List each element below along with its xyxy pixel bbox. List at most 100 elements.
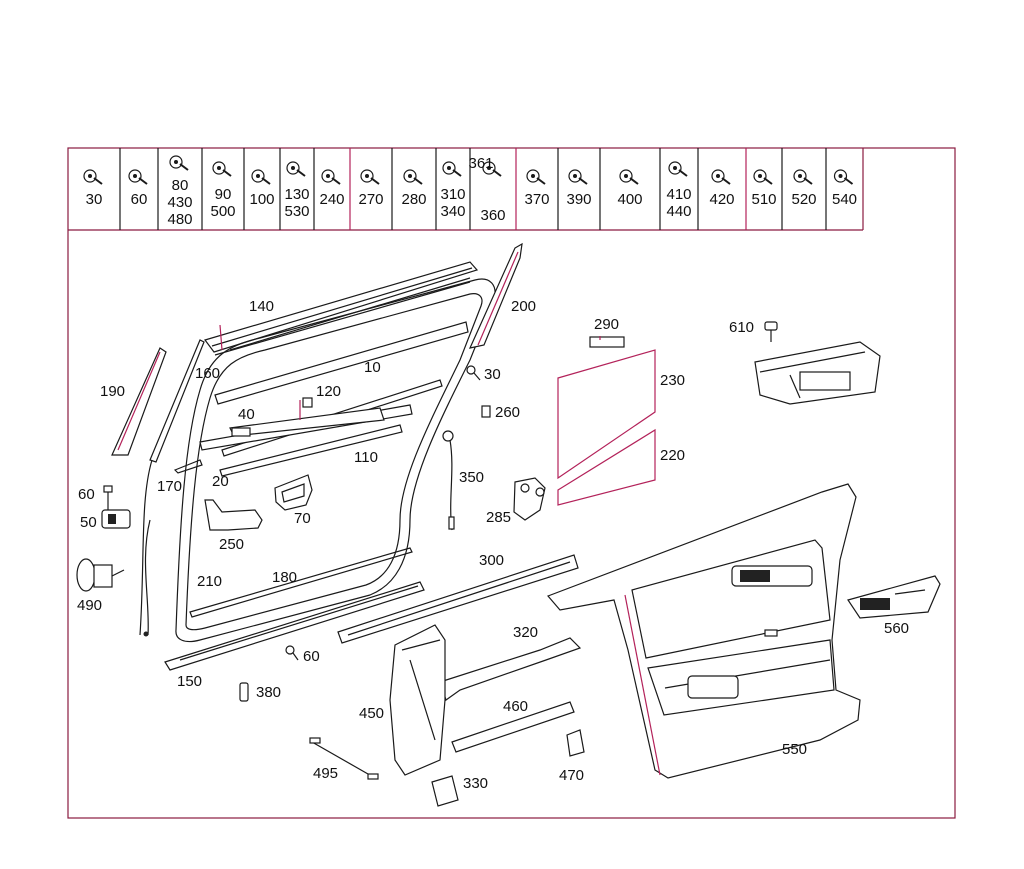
callout-260: 260: [495, 404, 520, 421]
header-part-number: 361: [468, 155, 493, 172]
callout-330: 330: [463, 775, 488, 792]
part-450-reinforcement: [389, 624, 446, 776]
callout-380: 380: [256, 684, 281, 701]
part-290-label: [589, 336, 625, 348]
header-part-number: 360: [480, 207, 505, 224]
leader-lines: [219, 324, 601, 420]
callout-610: 610: [729, 319, 754, 336]
part-250-bracket: [204, 499, 263, 531]
part-70-handle: [274, 474, 313, 511]
header-part-number: 410: [666, 186, 691, 203]
callout-30: 30: [484, 366, 501, 383]
fastener-icon: [128, 169, 148, 185]
fastener-icon: [668, 161, 688, 177]
fastener-icon: [321, 169, 341, 185]
fastener-icon: [568, 169, 588, 185]
header-part-number: 100: [249, 191, 274, 208]
header-part-number: 90: [215, 186, 232, 203]
callout-180: 180: [272, 569, 297, 586]
callout-230: 230: [660, 372, 685, 389]
part-460-strip: [451, 701, 575, 753]
callout-190: 190: [100, 383, 125, 400]
callout-10: 10: [364, 359, 381, 376]
callout-140: 140: [249, 298, 274, 315]
part-285-hinge: [513, 477, 546, 521]
header-part-number: 130: [284, 186, 309, 203]
callout-200: 200: [511, 298, 536, 315]
callout-labels: 1020304050606070110120140150160170180190…: [77, 298, 909, 792]
header-part-number: 240: [319, 191, 344, 208]
part-610-module: [754, 321, 881, 405]
fastener-icon: [526, 169, 546, 185]
callout-450: 450: [359, 705, 384, 722]
header-part-number: 340: [440, 203, 465, 220]
fastener-icon: [251, 169, 271, 185]
part-495-cable: [309, 737, 379, 780]
header-part-number: 440: [666, 203, 691, 220]
fastener-icon: [286, 161, 306, 177]
callout-20: 20: [212, 473, 229, 490]
callout-290: 290: [594, 316, 619, 333]
callout-495: 495: [313, 765, 338, 782]
part-470-clip: [566, 729, 585, 757]
part-30-screw: [466, 365, 481, 381]
callout-220: 220: [660, 447, 685, 464]
callout-300: 300: [479, 552, 504, 569]
part-210-cable: [143, 519, 151, 637]
callout-285: 285: [486, 509, 511, 526]
diagram-frame: [67, 147, 956, 819]
header-part-number: 530: [284, 203, 309, 220]
part-inner-belt-strips: [173, 321, 469, 477]
callout-470: 470: [559, 767, 584, 784]
part-490-mount: [76, 558, 125, 592]
part-560-switch: [847, 575, 941, 619]
part-260-clip: [481, 405, 491, 418]
header-part-number: 80: [172, 177, 189, 194]
callout-70: 70: [294, 510, 311, 527]
callout-210: 210: [197, 573, 222, 590]
callout-460: 460: [503, 698, 528, 715]
header-part-number: 480: [167, 211, 192, 228]
fastener-icon: [442, 161, 462, 177]
fastener-icon: [403, 169, 423, 185]
callout-110: 110: [354, 449, 378, 466]
part-180-lower-strip: [189, 547, 413, 618]
header-part-number: 540: [832, 191, 857, 208]
header-part-number: 510: [751, 191, 776, 208]
header-part-number: 370: [524, 191, 549, 208]
header-part-number: 60: [131, 191, 148, 208]
part-300-rail: [337, 554, 579, 644]
callout-160: 160: [195, 365, 220, 382]
part-60-screw: [285, 645, 299, 661]
header-part-number: 390: [566, 191, 591, 208]
callout-150: 150: [177, 673, 202, 690]
part-190-pillar-trim: [111, 347, 167, 456]
part-550-door-panel: [546, 483, 861, 779]
callout-170: 170: [157, 478, 182, 495]
fastener-icon: [711, 169, 731, 185]
header-part-number: 420: [709, 191, 734, 208]
part-160-channel: [139, 339, 205, 636]
header-part-number: 30: [86, 191, 103, 208]
fastener-icon: [793, 169, 813, 185]
fastener-icon: [619, 169, 639, 185]
header-part-number: 430: [167, 194, 192, 211]
fastener-icon: [482, 161, 502, 177]
fastener-icon: [169, 155, 189, 171]
header-part-number: 400: [617, 191, 642, 208]
part-380-pin: [239, 682, 249, 702]
part-320-bracket: [439, 637, 582, 701]
callout-50: 50: [80, 514, 97, 531]
callout-560: 560: [884, 620, 909, 637]
part-200-rear-pillar: [468, 242, 523, 349]
header-part-number: 310: [440, 186, 465, 203]
part-330-clip: [431, 775, 459, 807]
part-50-lock: [101, 485, 131, 529]
part-150-sill: [164, 581, 425, 671]
header-part-number: 520: [791, 191, 816, 208]
part-220-glass: [557, 428, 656, 506]
callout-550: 550: [782, 741, 807, 758]
part-140-roof-strip: [204, 261, 479, 356]
header-part-number: 270: [358, 191, 383, 208]
